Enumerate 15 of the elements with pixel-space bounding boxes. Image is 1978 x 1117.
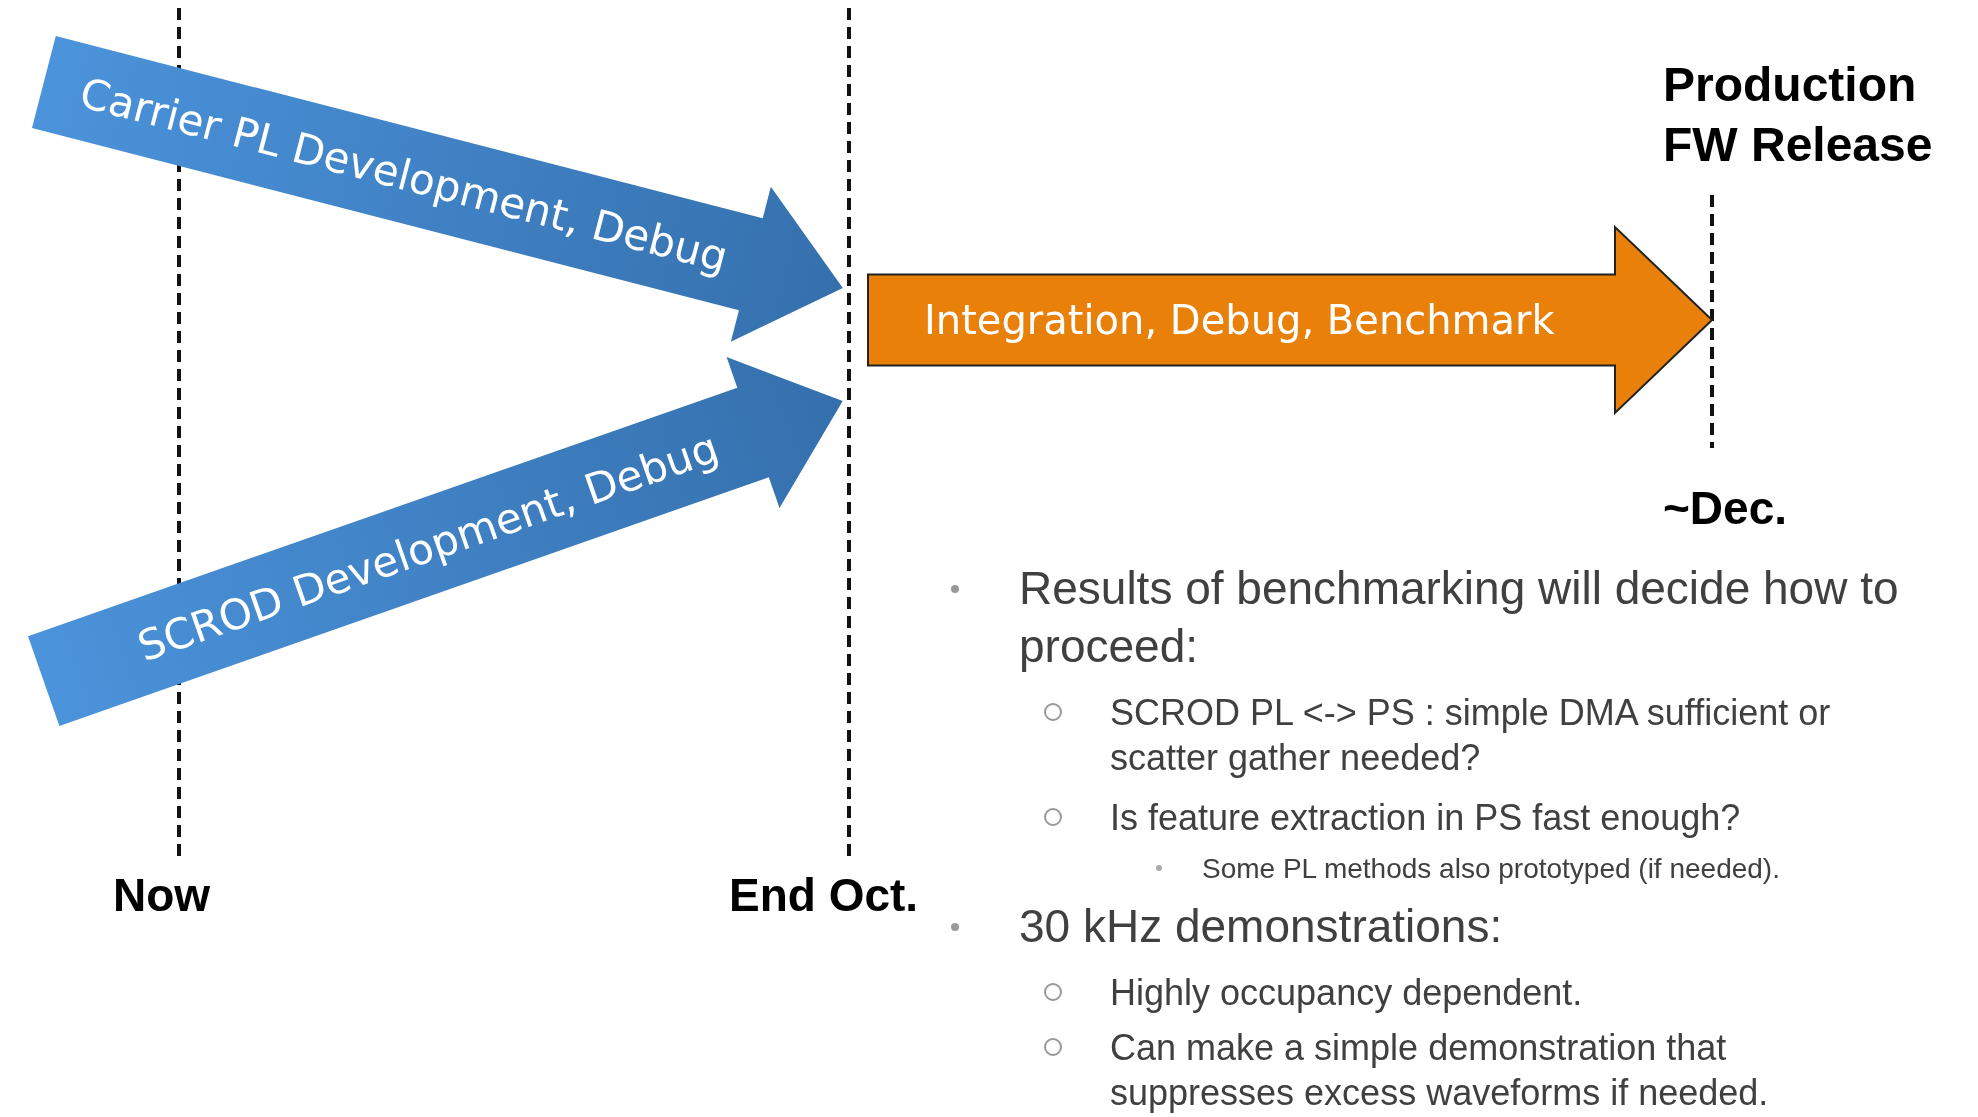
- block-arrow: [28, 356, 843, 726]
- milestone-label: Production FW Release: [1663, 57, 1934, 173]
- milestone-label: End Oct.: [729, 868, 920, 923]
- bullet-text: Can make a simple demonstration that suppresses excess waveforms if needed.: [1110, 1026, 1770, 1115]
- bullet-text: 30 kHz demonstrations:: [1019, 899, 1504, 954]
- bullet-text: Some PL methods also prototyped (if needed).: [1202, 852, 1781, 886]
- arrow-label: Integration, Debug, Benchmark: [924, 297, 1555, 343]
- milestone-label: ~Dec.: [1663, 481, 1789, 536]
- milestone-label: Now: [113, 868, 212, 923]
- bullet-text: Is feature extraction in PS fast enough?: [1110, 796, 1742, 840]
- block-arrow: [868, 227, 1712, 413]
- bullet-text: Results of benchmarking will decide how to proceed:: [1019, 561, 1900, 674]
- bullet-text: SCROD PL <-> PS : simple DMA sufficient or scatter gather needed?: [1110, 691, 1832, 780]
- block-arrow: [32, 36, 843, 342]
- bullet-text: Highly occupancy dependent.: [1110, 971, 1584, 1015]
